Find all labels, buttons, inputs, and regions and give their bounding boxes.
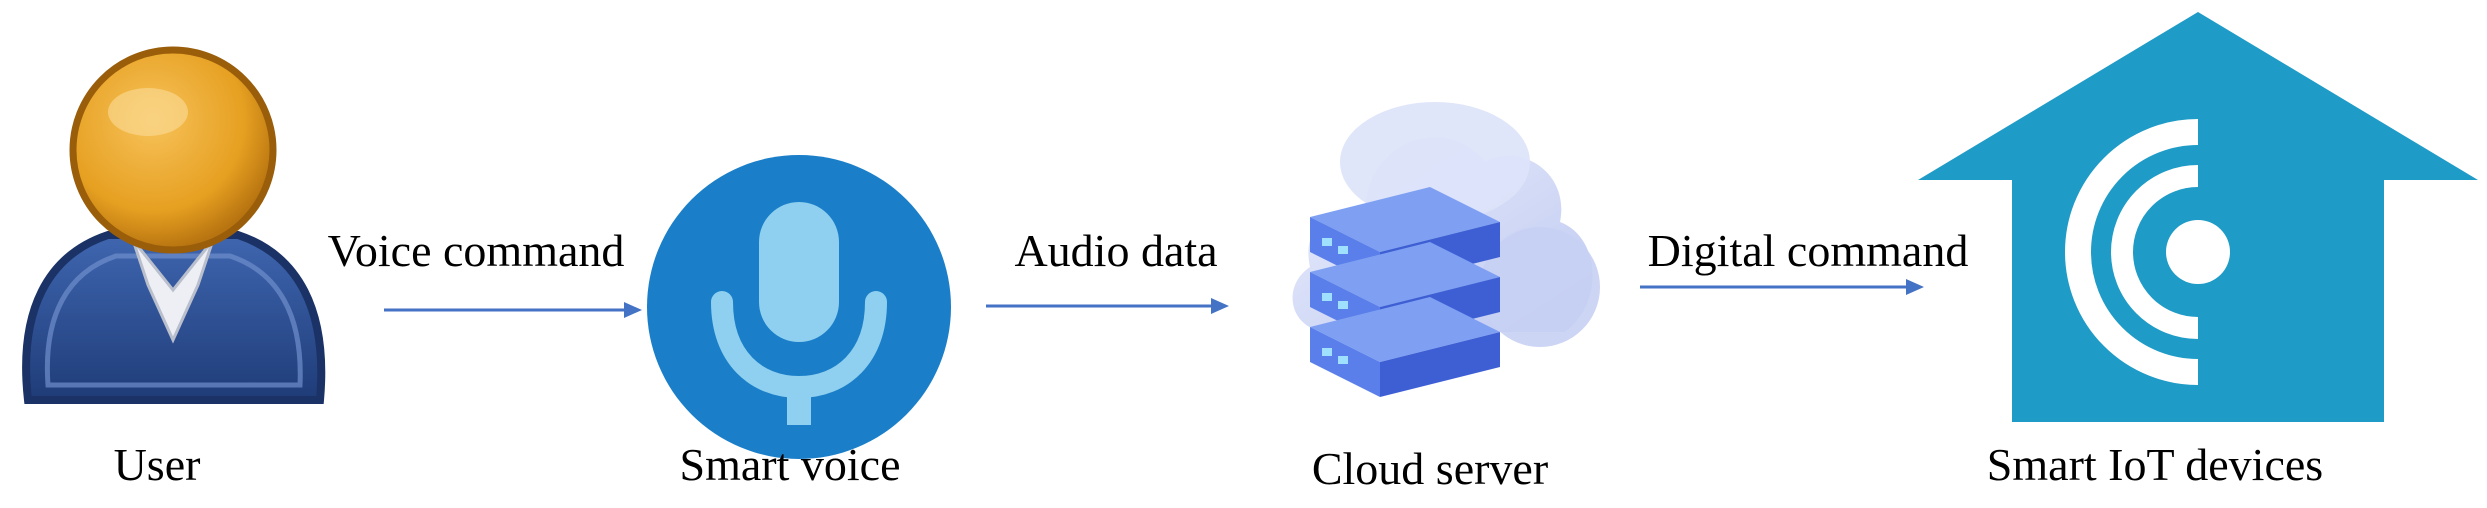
- cloud-server-icon: [1292, 102, 1600, 397]
- arrow-user-to-smart-voice: [384, 302, 642, 318]
- edge-label-voice-command: Voice command: [327, 225, 625, 276]
- edge-label-audio-data: Audio data: [1014, 225, 1218, 276]
- arrow-cloud-server-to-iot-devices: [1640, 279, 1924, 295]
- edge-label-digital-command: Digital command: [1647, 225, 1969, 276]
- arrow-smart-voice-to-cloud-server: [986, 298, 1229, 314]
- user-avatar-icon: [22, 46, 326, 404]
- node-label-cloud-server: Cloud server: [1311, 443, 1549, 494]
- microphone-icon: [647, 155, 951, 459]
- node-label-user: User: [113, 439, 201, 490]
- smart-home-icon: [1918, 12, 2478, 422]
- node-label-smart-voice: Smart voice: [679, 439, 901, 490]
- node-label-iot-devices: Smart IoT devices: [1986, 439, 2324, 490]
